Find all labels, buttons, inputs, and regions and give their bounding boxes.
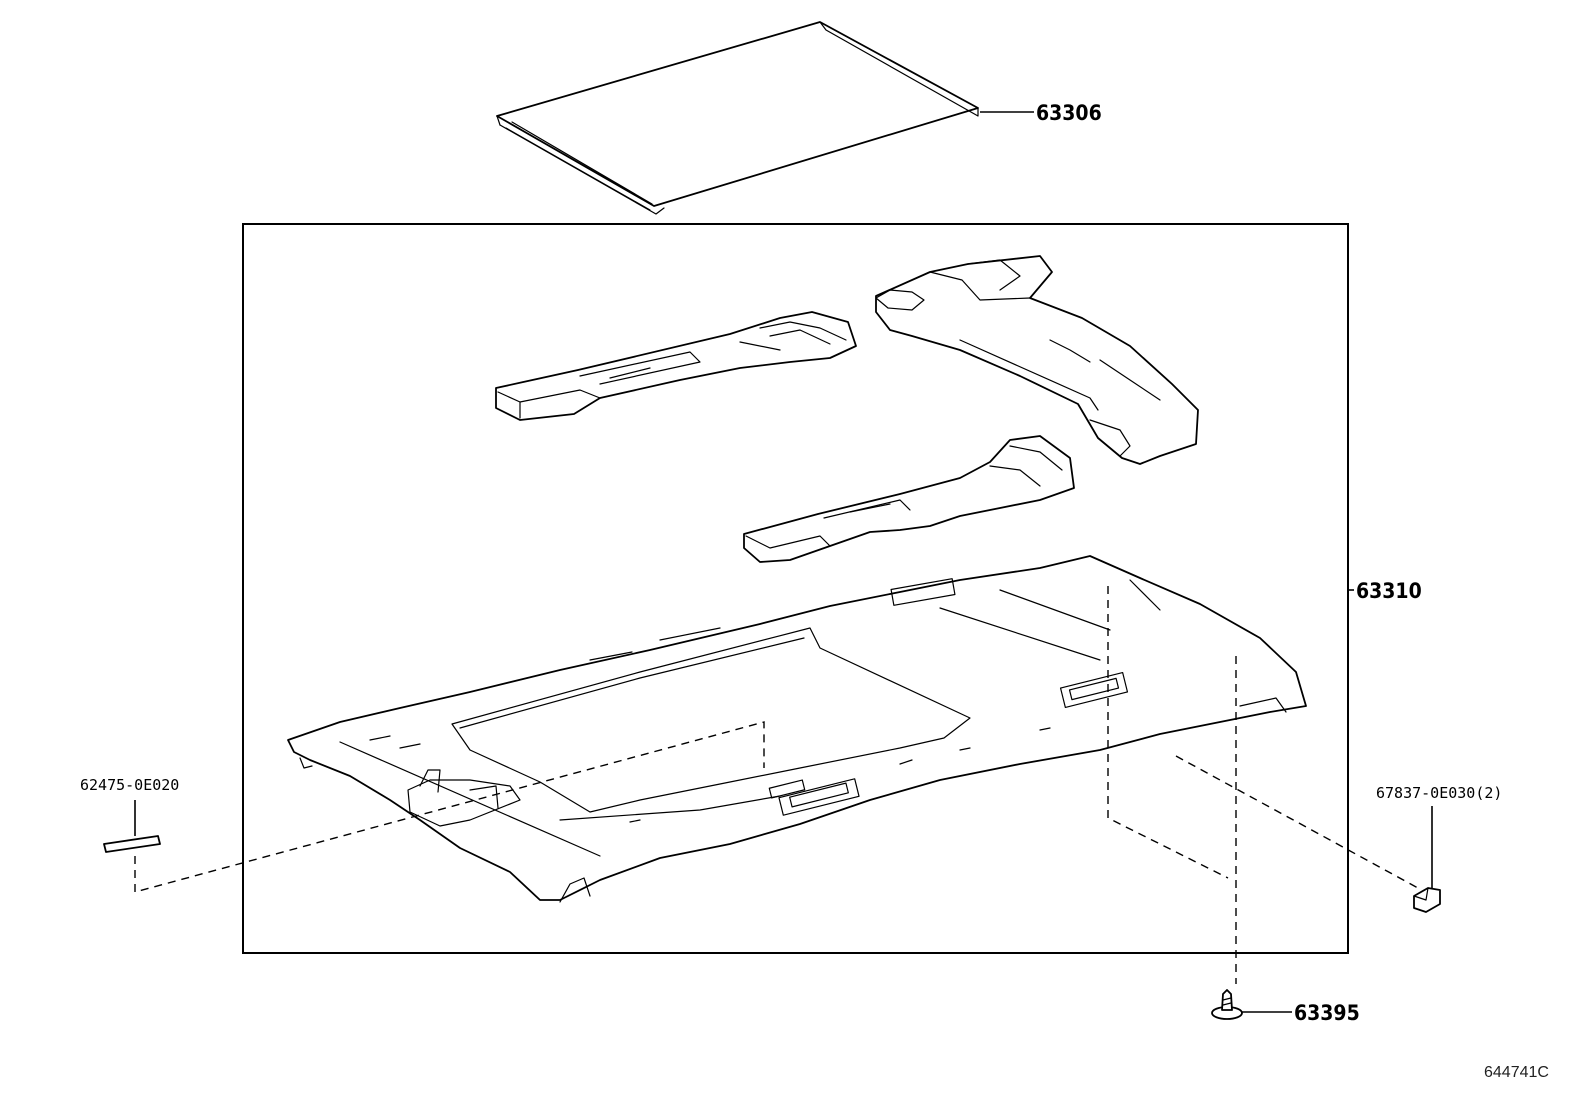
front-air-duct [495, 311, 857, 421]
label-63395: 63395 [1294, 1001, 1360, 1025]
label-63306: 63306 [1036, 101, 1102, 125]
label-63310: 63310 [1356, 579, 1422, 603]
assembly-frame [242, 223, 1349, 954]
dashed-reference-lines [134, 586, 1419, 984]
center-air-duct [743, 435, 1075, 563]
rear-air-duct [875, 255, 1199, 465]
illustration-code: 644741C [1484, 1064, 1549, 1081]
label-62475-0E020: 62475-0E020 [80, 776, 180, 794]
label-67837-0E030: 67837-0E030(2) [1376, 784, 1503, 802]
sunshade-part [496, 21, 979, 215]
clip-part [1413, 887, 1441, 913]
roof-headliner [287, 555, 1307, 903]
screw-part [1211, 989, 1243, 1020]
trim-strip-part [103, 835, 161, 853]
